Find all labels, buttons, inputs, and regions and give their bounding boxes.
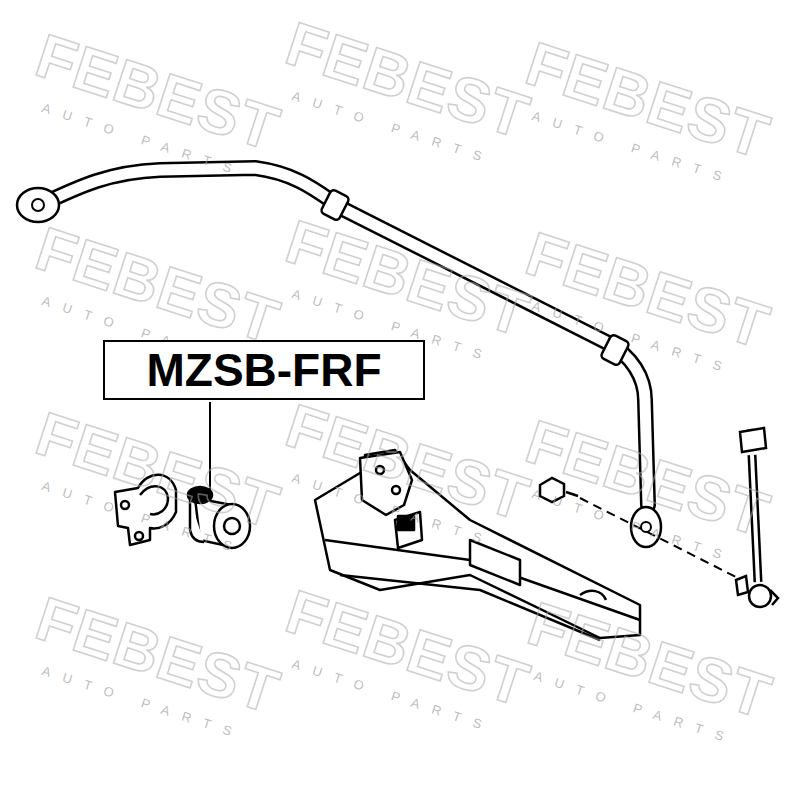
subframe <box>315 450 640 640</box>
watermark-text: AUTO PARTS <box>40 663 246 743</box>
watermark-text: FEBEST <box>518 406 778 551</box>
part-number: MZSB-FRF <box>146 347 381 393</box>
watermark-text: AUTO PARTS <box>290 470 496 550</box>
watermark-text: FEBEST <box>278 576 538 721</box>
watermark-text: AUTO PARTS <box>530 486 736 566</box>
watermark-text: FEBEST <box>28 583 288 728</box>
watermark-text: FEBEST <box>278 8 538 153</box>
watermark-text: AUTO PARTS <box>290 88 496 168</box>
watermark-text: FEBEST <box>28 398 288 543</box>
watermark-text: FEBEST <box>28 20 288 165</box>
watermark-text: FEBEST <box>278 390 538 535</box>
watermark-text: FEBEST <box>518 218 778 363</box>
watermark-text: AUTO PARTS <box>290 656 496 736</box>
watermark-text: AUTO PARTS <box>532 668 738 748</box>
stabilizer-bar <box>40 168 648 505</box>
assembly-dashed-line <box>580 498 738 578</box>
stabilizer-bushing <box>188 487 250 548</box>
watermark-text: FEBEST <box>518 28 778 173</box>
link-nut <box>540 478 578 502</box>
watermark-text: AUTO PARTS <box>40 478 246 558</box>
bushing-bracket <box>115 475 176 545</box>
part-number-box: MZSB-FRF <box>103 340 425 400</box>
stabilizer-link <box>736 428 778 607</box>
watermark-text: AUTO PARTS <box>40 100 246 180</box>
watermark-text: AUTO PARTS <box>530 298 736 378</box>
watermark-text: FEBEST <box>278 206 538 351</box>
leader-line <box>209 402 211 490</box>
watermark-text: FEBEST <box>28 213 288 358</box>
watermark-text: AUTO PARTS <box>530 108 736 188</box>
watermark-text: FEBEST <box>520 588 780 733</box>
